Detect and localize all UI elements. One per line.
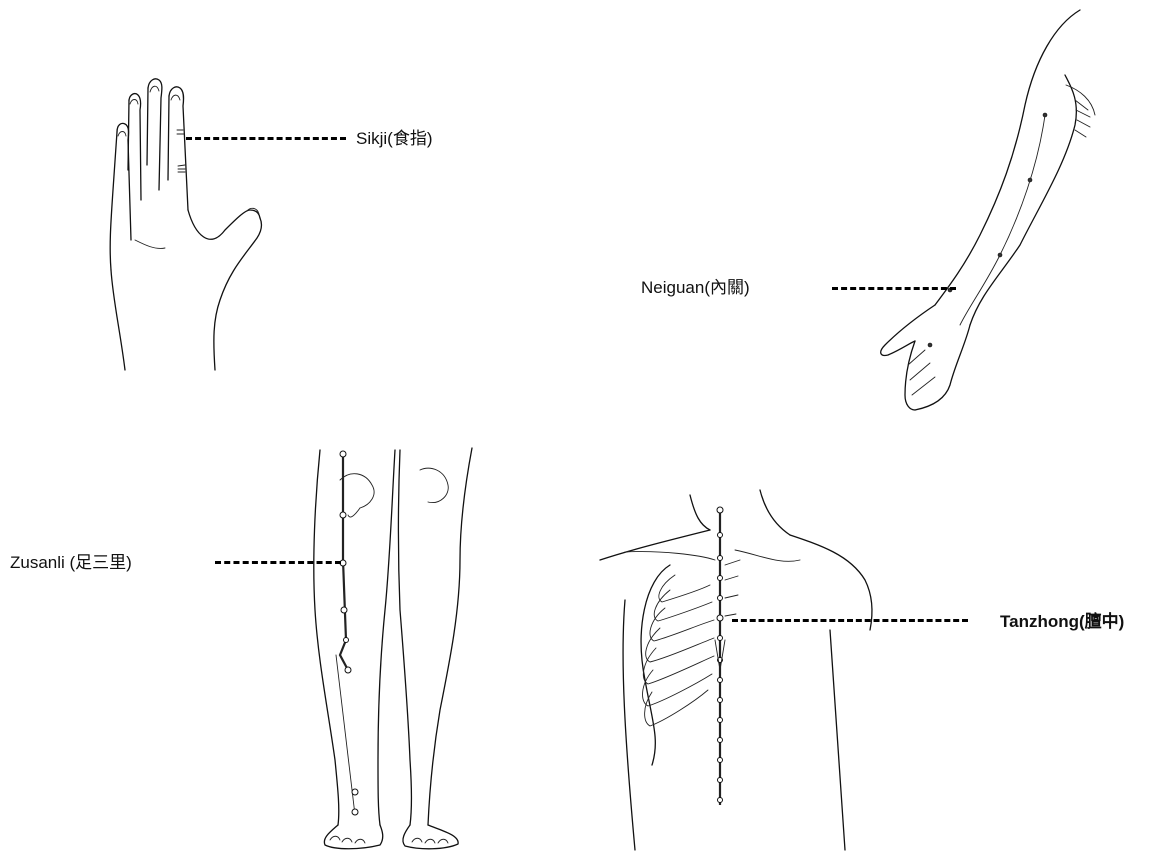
tanzhong-leader-line [732,619,968,622]
torso-illustration [590,480,890,855]
sikji-label: Sikji(食指) [356,129,433,149]
neiguan-leader-line [832,287,956,290]
neiguan-label: Neiguan(內關) [641,278,750,298]
tanzhong-label: Tanzhong(膻中) [1000,612,1124,632]
arm-illustration [870,5,1110,425]
hand-illustration [95,70,275,380]
zusanli-leader-line [215,561,341,564]
legs-illustration [300,440,480,855]
zusanli-label: Zusanli (足三里) [10,553,132,573]
sikji-leader-line [186,137,346,140]
